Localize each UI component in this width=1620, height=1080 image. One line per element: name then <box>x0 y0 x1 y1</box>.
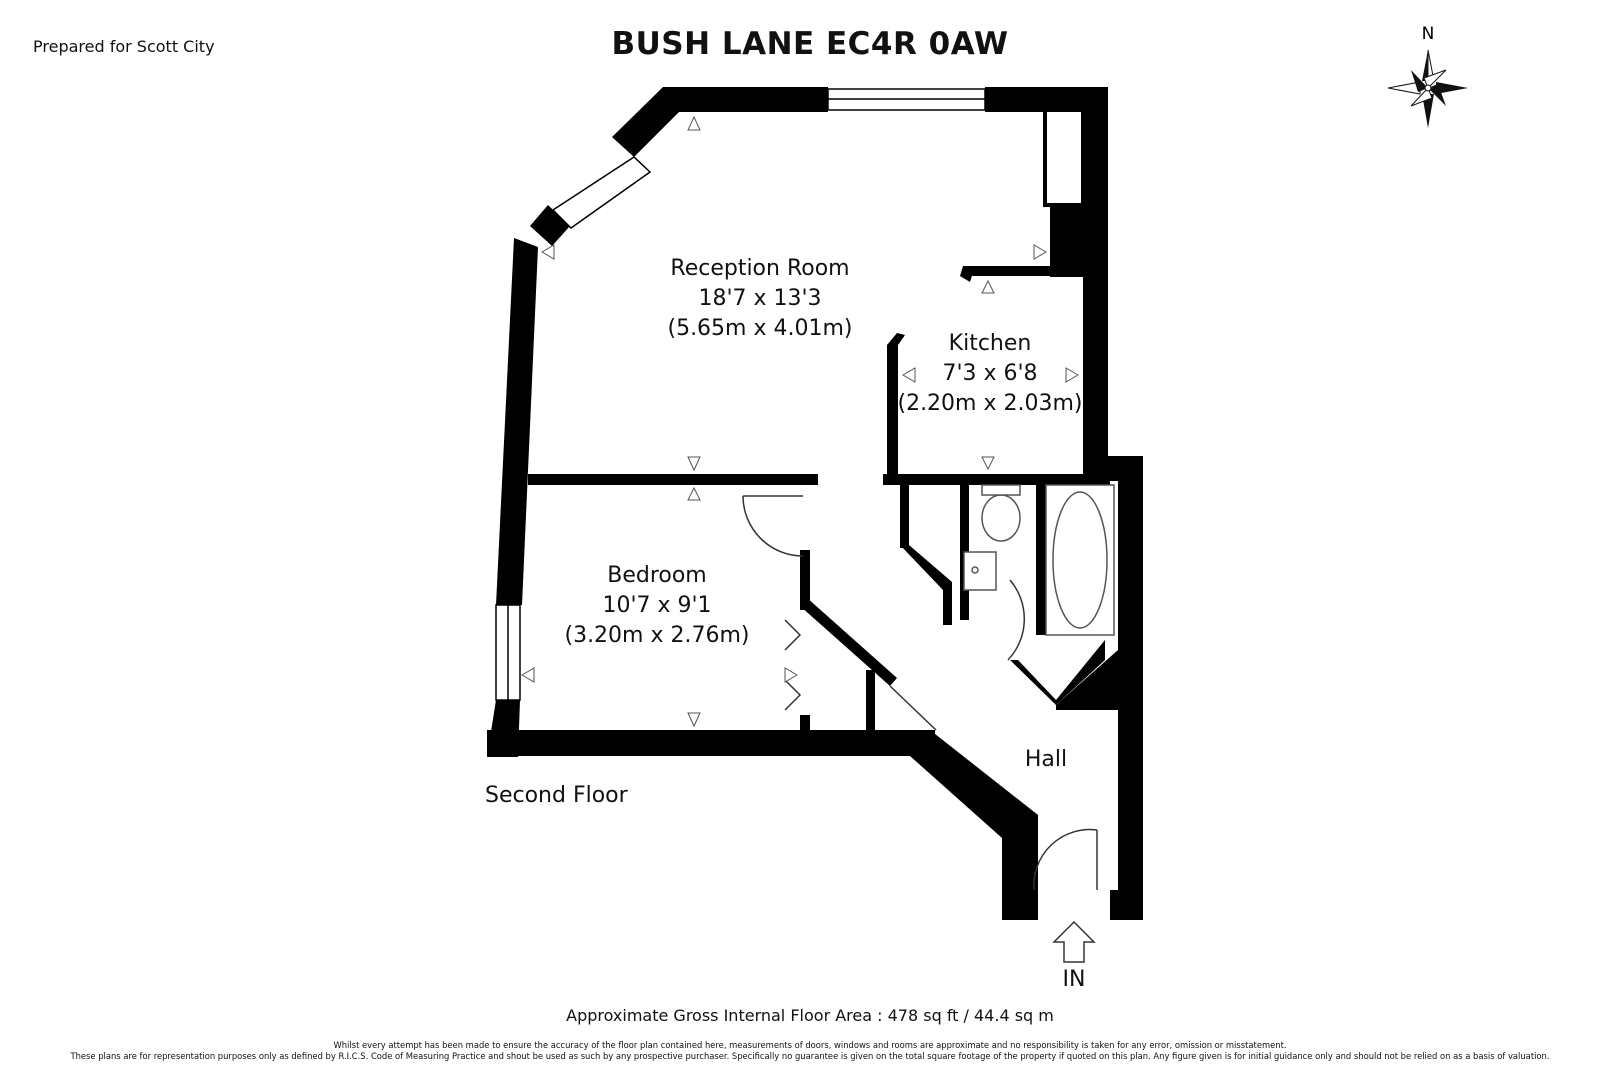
wall-corner-b <box>530 205 570 246</box>
room-bedroom: Bedroom 10'7 x 9'1 (3.20m x 2.76m) <box>564 563 749 648</box>
wall-kitchen-left <box>887 345 898 480</box>
toilet <box>981 494 1021 542</box>
walls <box>487 87 1143 920</box>
door-bedroom <box>742 495 804 557</box>
window-diagonal <box>551 156 652 229</box>
entrance-label: IN <box>1063 967 1086 992</box>
windows <box>495 88 986 701</box>
floor-area: Approximate Gross Internal Floor Area : … <box>566 1006 1054 1025</box>
room-name: Kitchen <box>949 331 1032 356</box>
wall-left-upper <box>496 238 538 605</box>
wall-corner-a <box>612 87 683 157</box>
compass-icon: N <box>1387 24 1468 128</box>
room-hall: Hall <box>1025 747 1067 772</box>
wall-wardrobe-diagonal <box>800 597 897 686</box>
wall-top-left <box>663 87 828 112</box>
doors <box>742 495 1098 891</box>
wall-entry-left <box>1002 890 1038 920</box>
door-cupboard <box>889 685 937 731</box>
wall-entry-right <box>1110 890 1143 920</box>
room-imperial: 10'7 x 9'1 <box>602 593 711 618</box>
property-title: BUSH LANE EC4R 0AW <box>611 26 1009 62</box>
wall-right-lower <box>1118 456 1143 919</box>
bifold-upper <box>784 619 802 651</box>
wall-bedroom-top <box>528 474 818 485</box>
entrance-arrow-icon <box>1052 920 1096 963</box>
wall-kitchen-bottom <box>883 474 1108 485</box>
room-name: Bedroom <box>607 563 707 588</box>
door-entrance <box>1033 828 1098 891</box>
room-metric: (3.20m x 2.76m) <box>564 623 749 648</box>
disclaimer-line-2: These plans are for representation purpo… <box>70 1051 1550 1061</box>
room-name: Reception Room <box>670 256 849 281</box>
north-label: N <box>1422 24 1435 44</box>
room-kitchen: Kitchen 7'3 x 6'8 (2.20m x 2.03m) <box>897 331 1082 416</box>
sink <box>963 551 997 591</box>
wall-bedroom-right <box>800 550 810 610</box>
wall-kitchen-top <box>963 266 1083 276</box>
fixtures <box>963 484 1115 636</box>
wall-right-upper <box>1083 87 1108 480</box>
bifold-lower <box>784 679 802 711</box>
room-reception: Reception Room 18'7 x 13'3 (5.65m x 4.01… <box>667 256 852 341</box>
room-metric: (5.65m x 4.01m) <box>667 316 852 341</box>
floor-label: Second Floor <box>485 783 629 808</box>
wall-bottom <box>487 730 935 756</box>
wall-closet-block <box>1050 205 1083 277</box>
wall-cupboard <box>866 670 875 732</box>
room-imperial: 7'3 x 6'8 <box>942 361 1037 386</box>
door-bathroom <box>1007 579 1026 661</box>
room-imperial: 18'7 x 13'3 <box>698 286 821 311</box>
wall-hall-diagonal <box>910 730 1038 920</box>
room-metric: (2.20m x 2.03m) <box>897 391 1082 416</box>
dimension-markers <box>521 115 1079 728</box>
disclaimer-line-1: Whilst every attempt has been made to en… <box>333 1040 1287 1050</box>
prepared-for-label: Prepared for Scott City <box>33 37 215 56</box>
